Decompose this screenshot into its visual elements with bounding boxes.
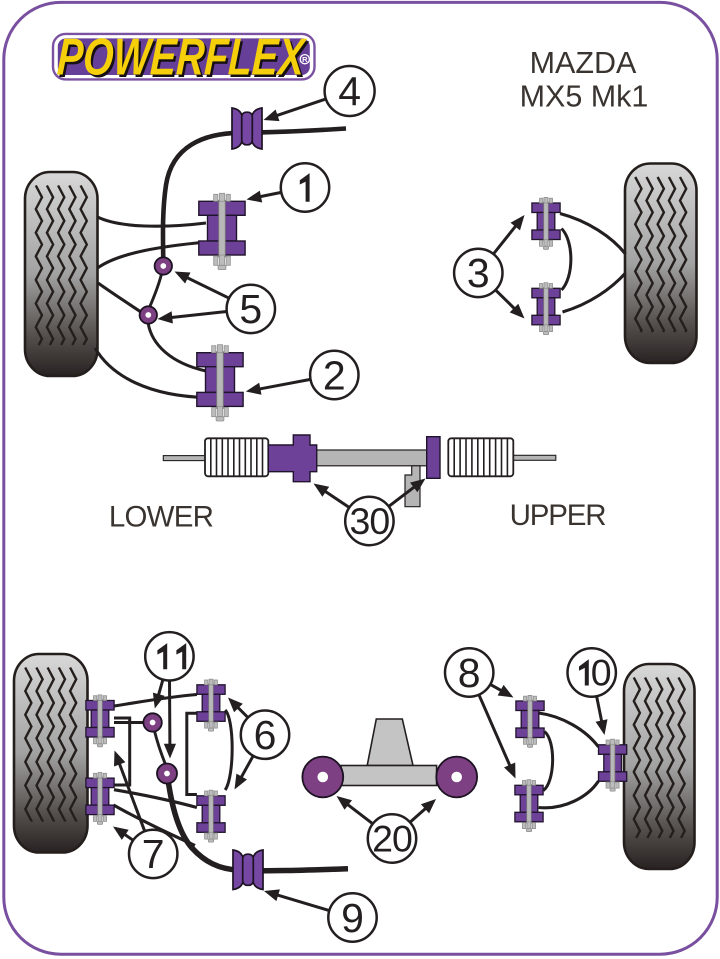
svg-text:30: 30 [350, 500, 390, 542]
svg-text:LOWER: LOWER [109, 501, 213, 534]
svg-text:UPPER: UPPER [510, 499, 606, 532]
svg-text:MAZDA: MAZDA [530, 46, 637, 80]
svg-text:6: 6 [254, 712, 277, 758]
svg-text:3: 3 [467, 250, 490, 296]
svg-text:MX5 Mk1: MX5 Mk1 [520, 80, 649, 114]
svg-text:4: 4 [338, 68, 361, 114]
svg-text:7: 7 [142, 831, 165, 877]
svg-text:20: 20 [372, 818, 412, 860]
svg-text:0: 0 [591, 652, 612, 694]
svg-text:R: R [302, 55, 308, 64]
svg-text:POWERFLEX: POWERFLEX [58, 30, 310, 89]
svg-text:5: 5 [239, 286, 262, 332]
svg-text:2: 2 [323, 352, 346, 398]
svg-text:POWERFLEX: POWERFLEX [56, 27, 308, 86]
svg-text:9: 9 [341, 895, 364, 941]
svg-text:8: 8 [458, 650, 481, 696]
